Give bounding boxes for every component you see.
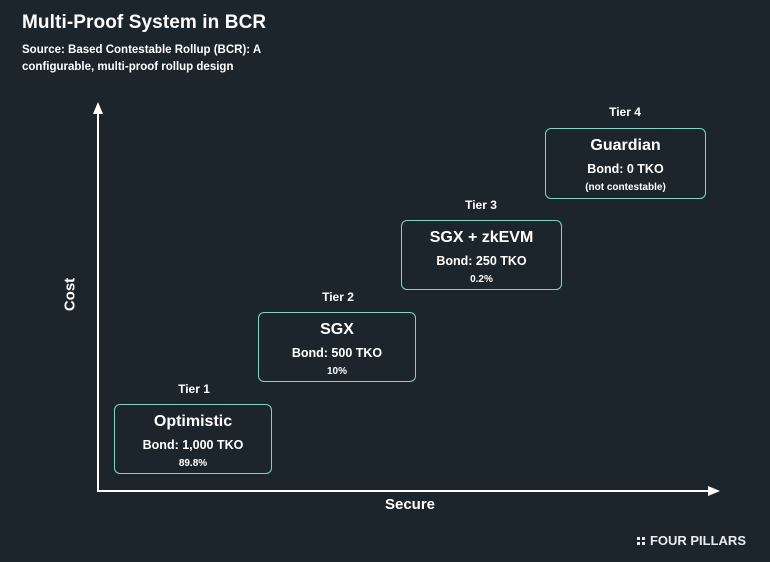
tier-2-bond: Bond: 500 TKO xyxy=(291,346,383,360)
x-axis-arrow xyxy=(708,486,720,496)
tier-3-bond: Bond: 250 TKO xyxy=(436,254,527,268)
tier-4-bond: Bond: 0 TKO xyxy=(587,162,664,176)
tier-1-name: Optimistic xyxy=(153,413,233,430)
page-title: Multi-Proof System in BCR xyxy=(22,12,267,33)
brand-name: FOUR PILLARS xyxy=(649,533,746,548)
tier-4-note: (not contestable) xyxy=(585,182,666,193)
tier-3-name: SGX + zkEVM xyxy=(429,229,534,246)
tier-1-box: Optimistic Bond: 1,000 TKO 89.8% xyxy=(114,404,272,474)
tier-3-box: SGX + zkEVM Bond: 250 TKO 0.2% xyxy=(401,220,562,290)
tier-3-label: Tier 3 xyxy=(465,198,497,212)
y-axis-arrow xyxy=(93,102,103,114)
tier-4-box: Guardian Bond: 0 TKO (not contestable) xyxy=(545,128,706,199)
tier-2-name: SGX xyxy=(320,321,354,338)
tier-4-name: Guardian xyxy=(590,137,661,154)
tier-2-box: SGX Bond: 500 TKO 10% xyxy=(258,312,416,382)
tier-1-note: 89.8% xyxy=(178,458,208,469)
page-subtitle: Source: Based Contestable Rollup (BCR): … xyxy=(22,44,261,73)
tier-4-label: Tier 4 xyxy=(609,105,641,119)
y-axis-label: Cost xyxy=(61,277,79,312)
tier-2-note: 10% xyxy=(326,366,347,377)
x-axis-label: Secure xyxy=(384,496,436,513)
tier-1-label: Tier 1 xyxy=(178,382,210,396)
tier-2-label: Tier 2 xyxy=(322,290,354,304)
tier-3-note: 0.2% xyxy=(470,274,493,285)
tier-1-bond: Bond: 1,000 TKO xyxy=(142,438,244,452)
brand-logo: FOUR PILLARS xyxy=(636,533,746,548)
four-dots-icon xyxy=(636,536,645,545)
